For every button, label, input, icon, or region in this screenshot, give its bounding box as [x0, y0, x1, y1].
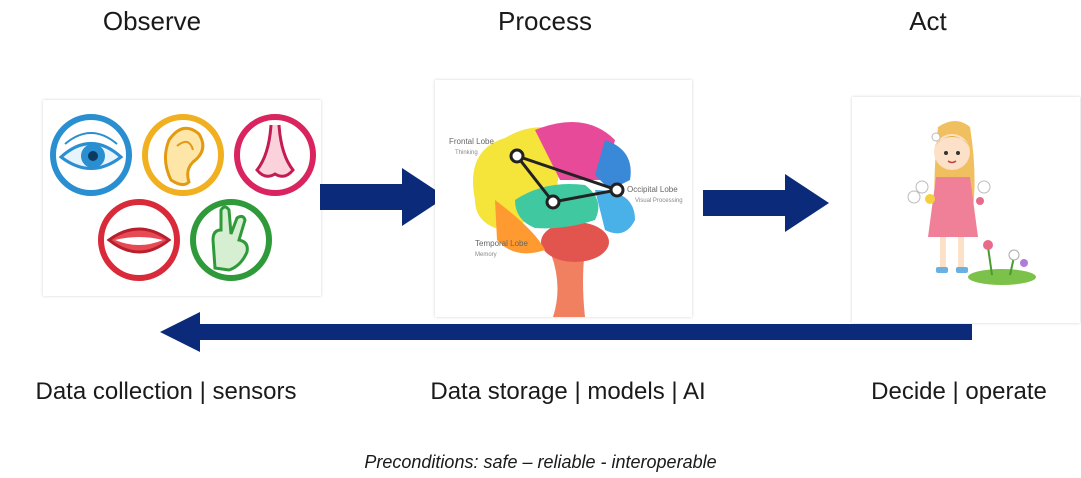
mouth-icon	[98, 199, 180, 281]
visual-processing-label: Visual Processing	[635, 198, 683, 204]
preconditions-note: Preconditions: safe – reliable - interop…	[364, 452, 717, 472]
feedback-arrow	[158, 310, 974, 354]
memory-label: Memory	[475, 252, 497, 258]
ear-icon	[142, 114, 224, 196]
brain-panel: Frontal Lobe Thinking Occipital Lobe Vis…	[435, 80, 692, 317]
occipital-lobe-label: Occipital Lobe	[627, 185, 678, 194]
frontal-lobe-label: Frontal Lobe	[449, 137, 494, 146]
observe-caption: Data collection | sensors	[35, 378, 297, 405]
process-caption: Data storage | models | AI	[430, 378, 706, 405]
temporal-lobe-label: Temporal Lobe	[475, 239, 528, 248]
arrow-observe-to-process	[320, 164, 448, 230]
act-caption: Decide | operate	[871, 378, 1047, 405]
eye-icon	[50, 114, 132, 196]
arrow-process-to-act	[703, 170, 831, 236]
act-panel	[852, 97, 1080, 323]
act-heading: Act	[909, 6, 947, 36]
process-heading: Process	[498, 6, 592, 36]
thinking-label: Thinking	[455, 150, 478, 156]
nose-icon	[234, 114, 316, 196]
observe-heading: Observe	[102, 6, 202, 36]
hand-icon	[190, 199, 272, 281]
girl-with-flowers-icon	[907, 121, 1036, 285]
senses-panel	[43, 100, 321, 296]
brain-icon: Frontal Lobe Thinking Occipital Lobe Vis…	[449, 122, 683, 317]
